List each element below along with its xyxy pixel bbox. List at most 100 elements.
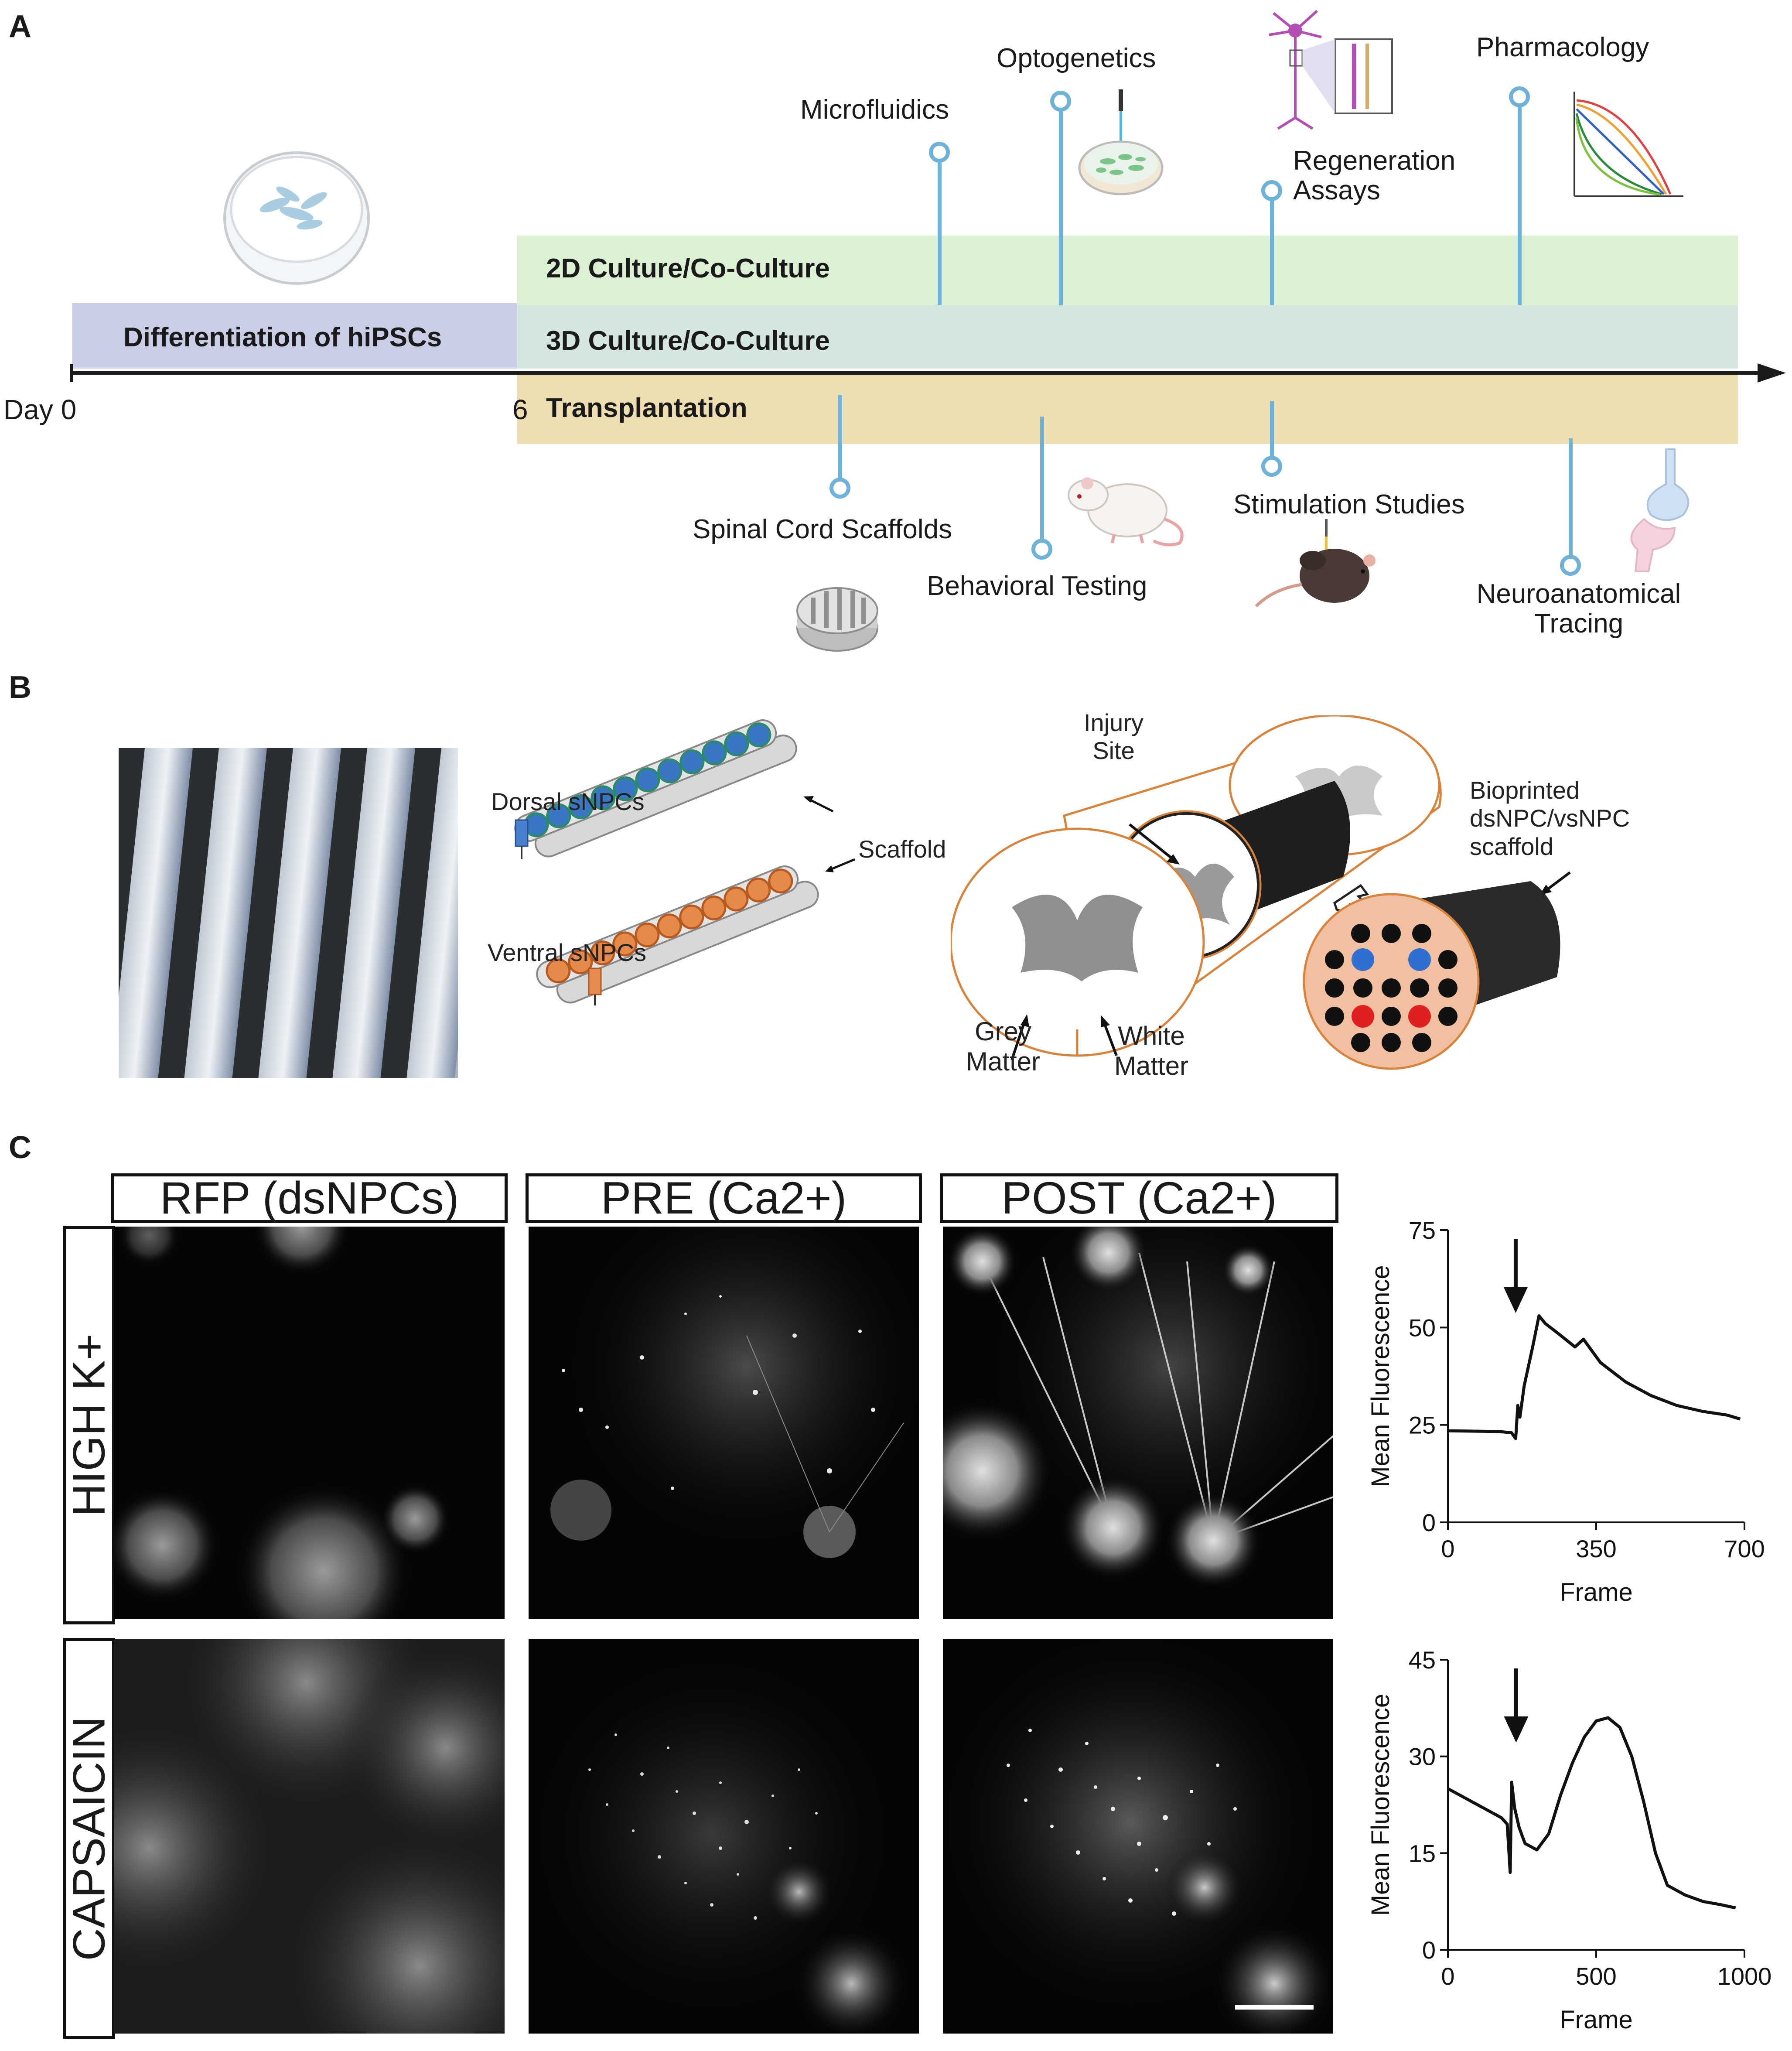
scaffold-photo-image bbox=[119, 748, 458, 1078]
stimulation-studies-pin-stem bbox=[1270, 401, 1274, 462]
pharmacology-pin bbox=[1509, 86, 1530, 107]
column-header-rfp: RFP (dsNPCs) bbox=[111, 1173, 508, 1223]
row-header-capsaicin-text: CAPSAICIN bbox=[64, 1716, 114, 1961]
y-tick-label: 45 bbox=[1409, 1646, 1436, 1674]
x-tick-label: 1000 bbox=[1717, 1962, 1772, 1990]
petri-dish-icon bbox=[223, 151, 370, 285]
rat-icon bbox=[1068, 477, 1184, 547]
micrograph-capsaicin-pre bbox=[529, 1639, 919, 2034]
scaffold-label: Scaffold bbox=[858, 835, 946, 863]
spinal-cord-injury-diagram bbox=[951, 715, 1571, 1070]
band-transplantation bbox=[517, 372, 1738, 444]
micrograph-highk-rfp-image bbox=[114, 1227, 450, 1619]
column-header-post: POST (Ca2+) bbox=[940, 1173, 1338, 1223]
behavioral-testing-pin bbox=[1031, 539, 1052, 560]
y-tick-label: 0 bbox=[1422, 1936, 1436, 1964]
stimulation-studies-label: Stimulation Studies bbox=[1233, 489, 1465, 520]
x-axis-label: Frame bbox=[1560, 2006, 1633, 2034]
white-matter-label: White Matter bbox=[1114, 1021, 1188, 1081]
optogenetics-dish-icon bbox=[1078, 89, 1164, 195]
y-tick-label: 75 bbox=[1409, 1217, 1436, 1244]
bioprinted-label-line-2: dsNPC/vsNPC bbox=[1470, 804, 1630, 832]
band-2d-culture bbox=[517, 236, 1738, 305]
y-tick-label: 50 bbox=[1409, 1314, 1436, 1341]
white-matter-label-line-1: White bbox=[1118, 1021, 1185, 1050]
neuroanatomical-label: Neuroanatomical Tracing bbox=[1461, 579, 1696, 639]
x-tick-label: 0 bbox=[1441, 1535, 1454, 1562]
timeline-axis bbox=[70, 363, 1786, 383]
series-line bbox=[1447, 1716, 1736, 1910]
neuroanatomical-pin-stem bbox=[1569, 438, 1573, 561]
neuron-icon bbox=[1269, 10, 1393, 130]
microfluidics-pin-stem bbox=[938, 155, 942, 305]
micrograph-capsaicin-post-image bbox=[943, 1639, 1333, 2034]
band-label-3d-culture: 3D Culture/Co-Culture bbox=[546, 326, 830, 356]
sNPC-scaffold-diagram bbox=[514, 719, 855, 1005]
band-3d-culture bbox=[517, 305, 1738, 369]
dose-response-chart-icon bbox=[1574, 92, 1683, 197]
y-axis-label: Mean Fluorescence bbox=[1366, 1265, 1395, 1487]
panel-letter-c: C bbox=[9, 1130, 31, 1165]
bioprinted-label-line-3: scaffold bbox=[1470, 832, 1553, 860]
micrograph-highk-pre bbox=[529, 1227, 919, 1619]
micrograph-capsaicin-pre-image bbox=[529, 1652, 908, 2034]
panel-letter-a: A bbox=[9, 9, 31, 44]
micrograph-capsaicin-rfp bbox=[114, 1639, 505, 2034]
grey-matter-label-line-1: Grey bbox=[975, 1017, 1032, 1046]
regeneration-label-line-1: Regeneration bbox=[1293, 146, 1456, 176]
series-line bbox=[1447, 1314, 1741, 1440]
x-tick-label: 500 bbox=[1576, 1962, 1616, 1990]
band-differentiation bbox=[72, 303, 519, 369]
x-tick-label: 350 bbox=[1576, 1535, 1616, 1562]
y-tick-label: 15 bbox=[1409, 1839, 1436, 1867]
dorsal-sNPCs-label: Dorsal sNPCs bbox=[491, 788, 645, 815]
optogenetics-pin bbox=[1050, 91, 1071, 112]
synapse-icon bbox=[1630, 448, 1690, 572]
column-header-pre: PRE (Ca2+) bbox=[526, 1173, 922, 1223]
spinal-scaffolds-pin bbox=[829, 478, 850, 499]
scaffold-photo bbox=[119, 748, 458, 1078]
micrograph-highk-post bbox=[943, 1227, 1333, 1619]
neuroanatomical-pin bbox=[1560, 555, 1581, 576]
regeneration-label: Regeneration Assays bbox=[1293, 146, 1455, 205]
bioprinted-scaffold-label: Bioprinted dsNPC/vsNPC scaffold bbox=[1470, 776, 1630, 861]
regeneration-pin bbox=[1261, 180, 1282, 201]
row-header-high-k: HIGH K+ bbox=[63, 1226, 115, 1624]
micrograph-capsaicin-post bbox=[943, 1639, 1333, 2034]
neuroanatomical-label-line-1: Neuroanatomical bbox=[1476, 579, 1681, 609]
micrograph-capsaicin-rfp-image bbox=[114, 1639, 505, 2034]
micrograph-highk-pre-image bbox=[550, 1227, 919, 1558]
x-axis-label: Frame bbox=[1560, 1578, 1633, 1607]
regeneration-pin-stem bbox=[1270, 194, 1274, 305]
stimulus-arrow-head bbox=[1503, 1287, 1528, 1313]
micrograph-highk-rfp bbox=[114, 1227, 505, 1619]
row-header-high-k-text: HIGH K+ bbox=[64, 1333, 114, 1517]
stimulation-studies-pin bbox=[1261, 456, 1282, 477]
band-label-2d-culture: 2D Culture/Co-Culture bbox=[546, 253, 830, 284]
row-header-capsaicin: CAPSAICIN bbox=[63, 1638, 115, 2039]
spinal-scaffolds-pin-stem bbox=[838, 395, 842, 482]
y-tick-label: 25 bbox=[1409, 1412, 1436, 1439]
mouse-icon bbox=[1255, 519, 1376, 608]
grey-matter-label: Grey Matter bbox=[966, 1016, 1040, 1077]
scale-bar bbox=[1235, 2005, 1314, 2010]
optogenetics-pin-stem bbox=[1059, 105, 1063, 305]
pharmacology-label: Pharmacology bbox=[1476, 32, 1649, 62]
micrograph-highk-post-image bbox=[943, 1227, 1333, 1589]
bioprinted-label-line-1: Bioprinted bbox=[1470, 776, 1580, 804]
x-tick-label: 700 bbox=[1724, 1535, 1765, 1562]
day-6-label: 6 bbox=[512, 394, 528, 425]
stimulus-arrow-head bbox=[1504, 1716, 1529, 1743]
y-tick-label: 0 bbox=[1422, 1509, 1436, 1536]
panel-letter-b: B bbox=[9, 670, 31, 705]
grey-matter-label-line-2: Matter bbox=[966, 1047, 1041, 1076]
band-label-transplantation: Transplantation bbox=[546, 393, 748, 423]
white-matter-label-line-2: Matter bbox=[1114, 1051, 1189, 1080]
y-axis-label: Mean Fluorescence bbox=[1366, 1694, 1395, 1916]
neuroanatomical-label-line-2: Tracing bbox=[1534, 608, 1624, 639]
injury-site-label: Injury Site bbox=[1084, 709, 1143, 765]
y-tick-label: 30 bbox=[1409, 1743, 1436, 1771]
